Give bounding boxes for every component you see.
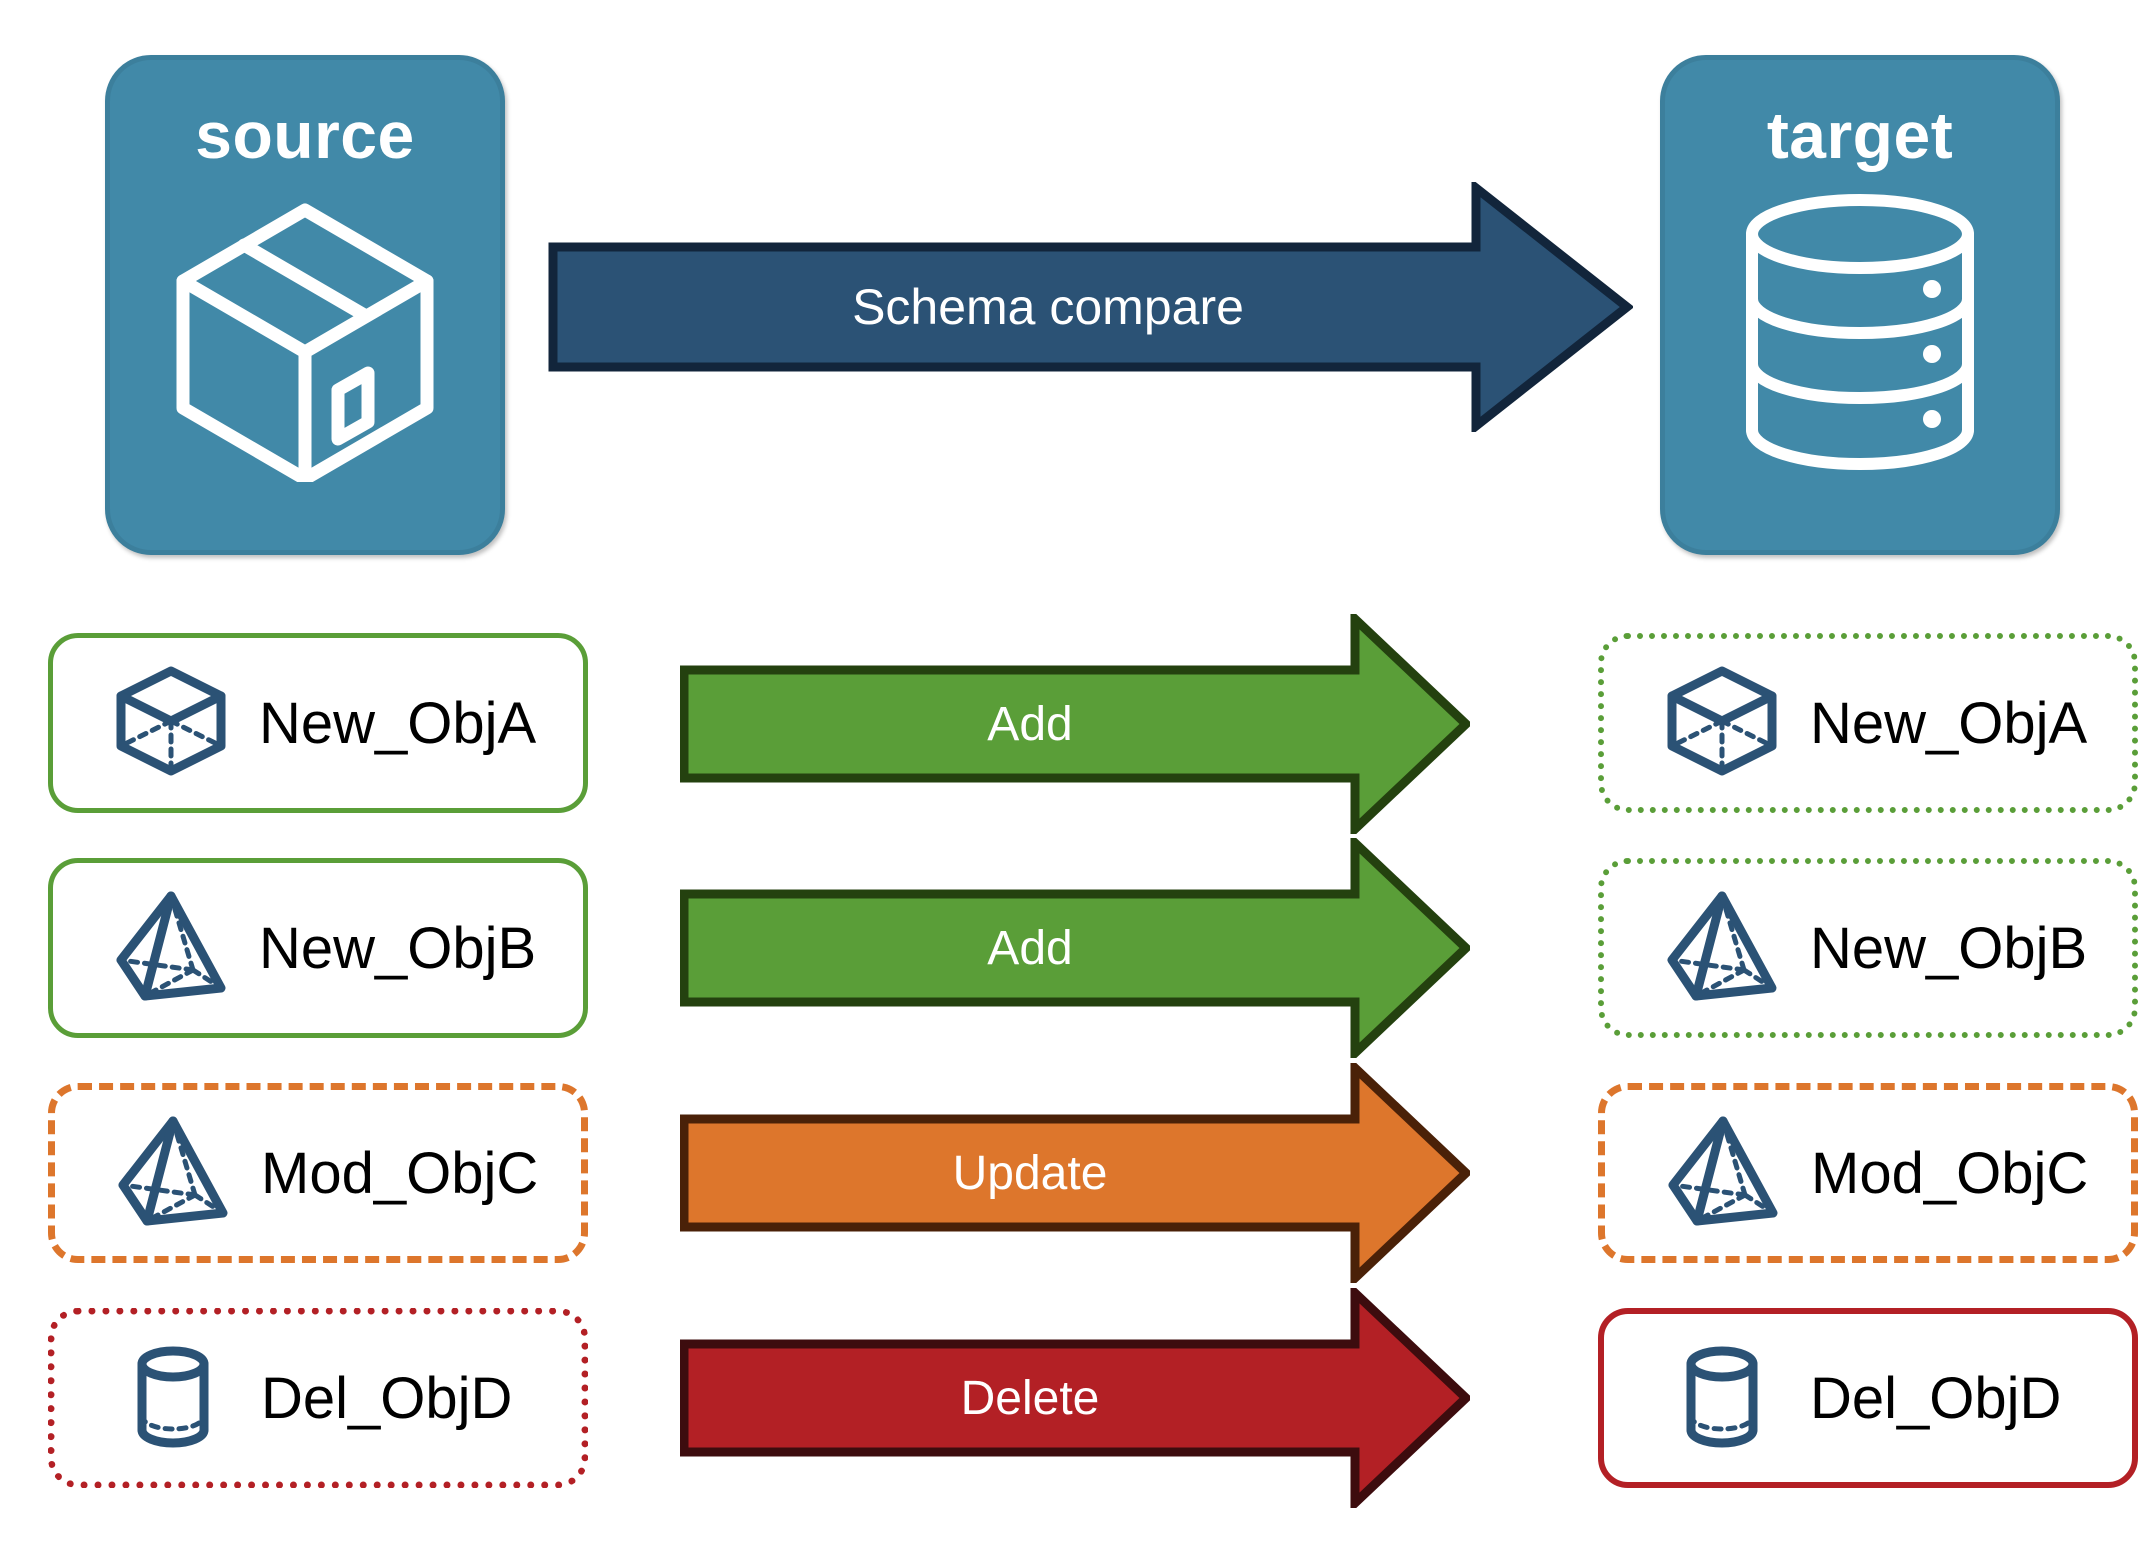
wireframe-cube-icon	[1664, 663, 1780, 784]
wireframe-pyramid-icon	[115, 1113, 231, 1234]
target-object-label: Mod_ObjC	[1811, 1140, 2089, 1206]
target-object-label: New_ObjA	[1810, 690, 2088, 756]
action-arrow-add-1	[679, 608, 1473, 840]
source-object-label: Mod_ObjC	[261, 1140, 539, 1206]
wireframe-cylinder-icon	[1664, 1338, 1780, 1459]
source-object-card-del-objd[interactable]: Del_ObjD	[48, 1308, 588, 1488]
target-object-card-new-objb[interactable]: New_ObjB	[1598, 858, 2138, 1038]
wireframe-cube-icon	[113, 663, 229, 784]
wireframe-pyramid-icon	[1664, 888, 1780, 1009]
target-title: target	[1766, 98, 1954, 172]
source-object-card-mod-objc[interactable]: Mod_ObjC	[48, 1083, 588, 1263]
target-object-card-mod-objc[interactable]: Mod_ObjC	[1598, 1083, 2138, 1263]
target-object-label: Del_ObjD	[1810, 1365, 2062, 1431]
wireframe-cylinder-icon	[115, 1338, 231, 1459]
target-object-label: New_ObjB	[1810, 915, 2088, 981]
schema-compare-arrow	[548, 178, 1635, 436]
source-endpoint-card: source	[105, 55, 505, 555]
target-object-card-new-obja[interactable]: New_ObjA	[1598, 633, 2138, 813]
source-object-card-new-obja[interactable]: New_ObjA	[48, 633, 588, 813]
package-box-icon	[155, 182, 455, 487]
wireframe-pyramid-icon	[113, 888, 229, 1009]
action-arrow-add-2	[679, 832, 1473, 1064]
source-object-label: Del_ObjD	[261, 1365, 513, 1431]
target-object-card-del-objd[interactable]: Del_ObjD	[1598, 1308, 2138, 1488]
database-cylinder-icon	[1710, 182, 2010, 487]
target-endpoint-card: target	[1660, 55, 2060, 555]
action-arrow-update	[679, 1057, 1473, 1289]
source-title: source	[195, 98, 415, 172]
source-object-label: New_ObjA	[259, 690, 537, 756]
action-arrow-delete	[679, 1282, 1473, 1514]
source-object-card-new-objb[interactable]: New_ObjB	[48, 858, 588, 1038]
wireframe-pyramid-icon	[1665, 1113, 1781, 1234]
source-object-label: New_ObjB	[259, 915, 537, 981]
